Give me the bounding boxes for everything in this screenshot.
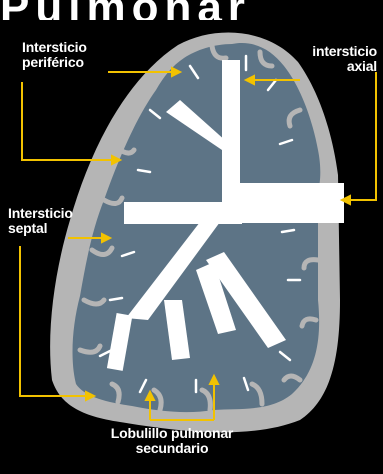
label-peripheral-line1: Intersticio bbox=[22, 40, 87, 55]
label-secondary-lobule: Lobulillo pulmonar secundario bbox=[92, 426, 252, 456]
label-septal-line2: septal bbox=[8, 221, 73, 236]
label-septal-line1: Intersticio bbox=[8, 206, 73, 221]
label-axial-line2: axial bbox=[312, 59, 377, 74]
label-lobule-line2: secundario bbox=[92, 441, 252, 456]
label-peripheral-line2: periférico bbox=[22, 55, 87, 70]
label-axial-interstitium: intersticio axial bbox=[312, 44, 377, 74]
label-septal-interstitium: Intersticio septal bbox=[8, 206, 73, 236]
label-peripheral-interstitium: Intersticio periférico bbox=[22, 40, 87, 70]
label-lobule-line1: Lobulillo pulmonar bbox=[92, 426, 252, 441]
label-axial-line1: intersticio bbox=[312, 44, 377, 59]
